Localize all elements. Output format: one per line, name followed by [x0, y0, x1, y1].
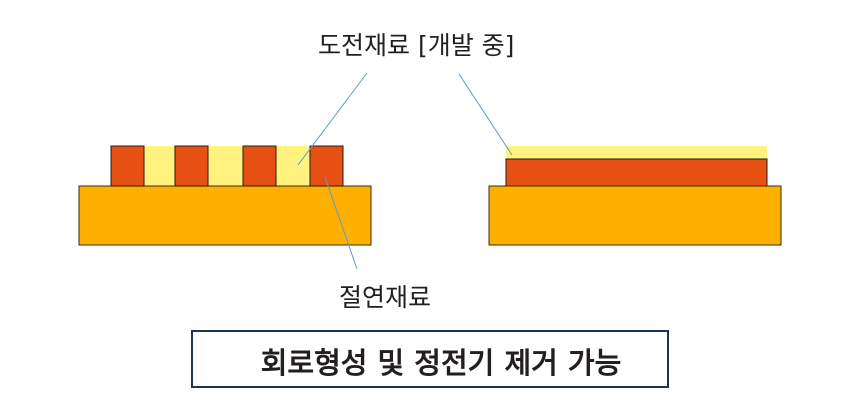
leader-line-right-insulator [458, 73, 513, 156]
leader-line-conductor [324, 176, 358, 270]
caption-box: 회로형성 및 정전기 제거 가능 [191, 330, 669, 388]
left-conductor-bar [309, 145, 344, 187]
left-conductor-bar [242, 145, 277, 187]
right-conductor-layer [505, 158, 768, 187]
insulating-material-label: 절연재료 [339, 283, 432, 312]
left-conductor-bar [174, 145, 209, 187]
caption-text: 회로형성 및 정전기 제거 가능 [260, 346, 622, 380]
leader-line-left-insulator [297, 72, 368, 166]
left-substrate [78, 185, 372, 246]
left-insulator-fill [144, 146, 310, 186]
right-insulator-layer [506, 146, 767, 159]
right-substrate [488, 185, 782, 246]
left-conductor-bar [110, 145, 145, 187]
conductive-material-label: 도전재료 [개발 중] [318, 31, 515, 60]
